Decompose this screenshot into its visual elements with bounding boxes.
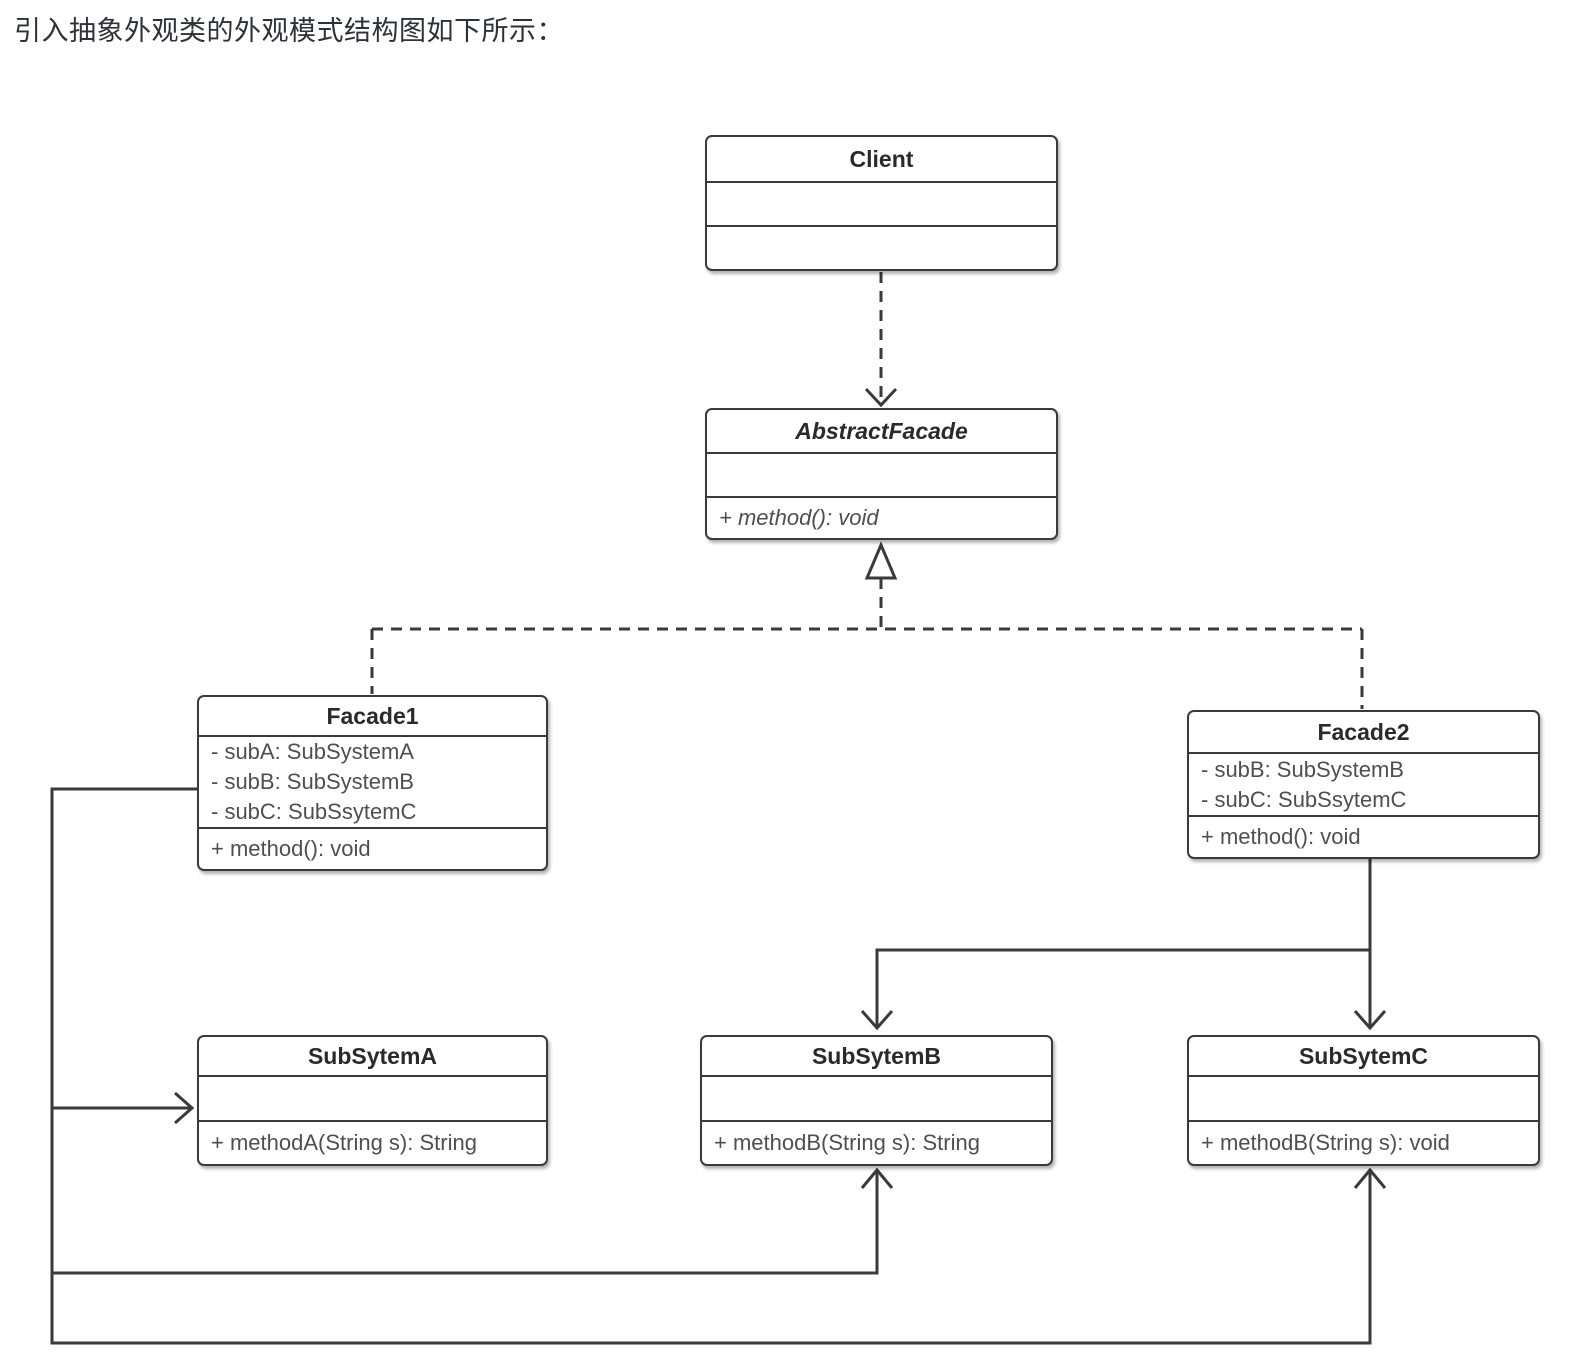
class-name-compartment: Facade2 — [1189, 712, 1538, 754]
dependency-client-to-abstractfacade — [864, 272, 898, 408]
methods-compartment: + methodA(String s): String — [199, 1122, 546, 1164]
attributes-compartment — [1189, 1077, 1538, 1122]
method-row: + method(): void — [719, 505, 879, 530]
attributes-compartment: - subA: SubSystemA - subB: SubSystemB - … — [199, 737, 546, 829]
class-name-compartment: AbstractFacade — [707, 410, 1056, 454]
class-name-compartment: SubSytemA — [199, 1037, 546, 1077]
class-name: Client — [849, 145, 914, 172]
association-facade2-to-subsytemb — [860, 948, 1370, 1031]
association-facade2-to-subsytemc — [1353, 857, 1387, 1031]
class-name: SubSytemB — [811, 1042, 942, 1069]
class-name: AbstractFacade — [795, 417, 968, 444]
attributes-compartment — [199, 1077, 546, 1122]
attributes-compartment: - subB: SubSystemB - subC: SubSsytemC — [1189, 754, 1538, 817]
attribute-row: - subC: SubSsytemC — [1201, 786, 1407, 812]
method-row: + method(): void — [211, 836, 371, 861]
class-abstractfacade: AbstractFacade + method(): void — [705, 408, 1058, 540]
class-name: SubSytemA — [307, 1042, 438, 1069]
class-subsytemb: SubSytemB + methodB(String s): String — [700, 1035, 1053, 1166]
attributes-compartment — [702, 1077, 1051, 1122]
attribute-row: - subA: SubSystemA — [211, 739, 414, 764]
method-row: + methodA(String s): String — [211, 1130, 477, 1155]
class-name: Facade1 — [326, 702, 419, 729]
class-facade1: Facade1 - subA: SubSystemA - subB: SubSy… — [197, 695, 548, 871]
attribute-row: - subB: SubSystemB — [1201, 756, 1404, 782]
method-row: + method(): void — [1201, 824, 1361, 849]
class-subsytema: SubSytemA + methodA(String s): String — [197, 1035, 548, 1166]
page-title: 引入抽象外观类的外观模式结构图如下所示： — [14, 16, 564, 46]
methods-compartment: + method(): void — [199, 829, 546, 869]
methods-compartment: + methodB(String s): String — [702, 1122, 1051, 1164]
methods-compartment: + methodB(String s): void — [1189, 1122, 1538, 1164]
methods-compartment: + method(): void — [1189, 817, 1538, 857]
class-facade2: Facade2 - subB: SubSystemB - subC: SubSs… — [1187, 710, 1540, 859]
attributes-compartment — [707, 454, 1056, 498]
association-facade1-to-subsystems — [50, 787, 1387, 1345]
attributes-compartment — [707, 183, 1056, 227]
methods-compartment — [707, 227, 1056, 269]
attribute-row: - subB: SubSystemB — [211, 769, 414, 794]
class-name-compartment: SubSytemB — [702, 1037, 1051, 1077]
class-subsytemc: SubSytemC + methodB(String s): void — [1187, 1035, 1540, 1166]
class-name-compartment: Client — [707, 137, 1056, 183]
class-name-compartment: SubSytemC — [1189, 1037, 1538, 1077]
method-row: + methodB(String s): String — [714, 1130, 980, 1155]
attribute-row: - subC: SubSsytemC — [211, 799, 417, 824]
class-name: Facade2 — [1317, 718, 1410, 745]
class-name: SubSytemC — [1298, 1042, 1429, 1069]
method-row: + methodB(String s): void — [1201, 1130, 1450, 1155]
methods-compartment: + method(): void — [707, 498, 1056, 538]
generalization-facades-to-abstractfacade — [370, 541, 1364, 709]
class-name-compartment: Facade1 — [199, 697, 546, 737]
class-client: Client — [705, 135, 1058, 271]
